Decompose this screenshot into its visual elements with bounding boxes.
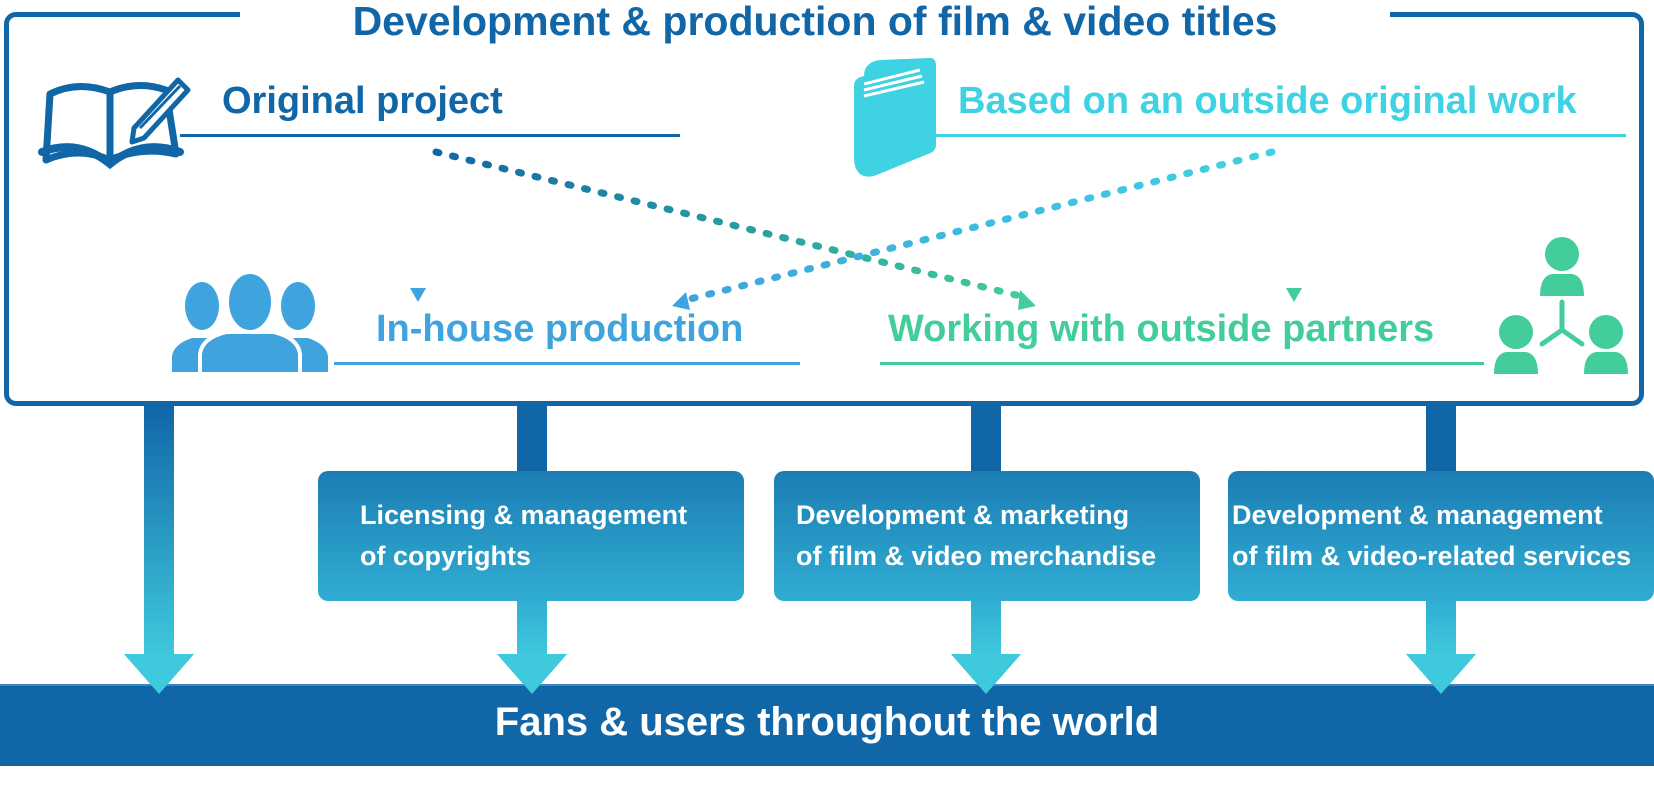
stem-services-top <box>1426 406 1456 472</box>
inhouse-production-label: In-house production <box>376 308 744 350</box>
stem-merchandise-bottom <box>971 600 1001 656</box>
book-icon <box>854 58 936 177</box>
connector-original-partners <box>432 148 1024 300</box>
stem-services-bottom <box>1426 600 1456 656</box>
stem-licensing-bottom <box>517 600 547 656</box>
outside-partners-underline <box>880 362 1484 365</box>
stem-merchandise-top <box>971 406 1001 472</box>
diagram-title: Development & production of film & video… <box>352 0 1278 44</box>
activity-line1: Licensing & management <box>360 500 688 530</box>
people-group-icon <box>172 270 328 376</box>
activity-line2: of film & video merchandise <box>796 541 1157 571</box>
arrowhead-tip-direct <box>124 654 194 694</box>
flow-connectors <box>410 147 1302 310</box>
original-project-underline <box>180 134 680 137</box>
activity-line2: of film & video-related services <box>1232 541 1632 571</box>
stem-licensing-top <box>517 406 547 472</box>
arrowhead-tip-licensing <box>497 654 567 694</box>
activity-box-licensing: Licensing & management of copyrights <box>318 471 744 601</box>
activity-line1: Development & management <box>1232 500 1603 530</box>
arrowhead-outside-partners <box>1286 288 1302 302</box>
open-book-pencil-icon <box>38 77 191 170</box>
outside-original-underline <box>932 134 1626 137</box>
destination-label: Fans & users throughout the world <box>494 700 1160 744</box>
activity-box-services: Development & management of film & video… <box>1228 471 1654 601</box>
outside-original-label: Based on an outside original work <box>958 80 1577 122</box>
arrowhead-original-partners <box>1018 290 1036 310</box>
arrowhead-tip-services <box>1406 654 1476 694</box>
arrowhead-tip-merchandise <box>951 654 1021 694</box>
network-people-icon <box>1494 237 1628 374</box>
activity-line1: Development & marketing <box>796 500 1130 530</box>
stem-direct <box>144 406 174 656</box>
inhouse-production-underline <box>334 362 800 365</box>
destination-bar <box>0 684 1654 766</box>
outside-partners-label: Working with outside partners <box>888 308 1435 350</box>
activity-line2: of copyrights <box>360 541 532 571</box>
arrowhead-outside-inhouse <box>672 292 690 310</box>
frame-title-gap <box>240 4 1390 24</box>
arrowhead-original-inhouse <box>410 288 426 302</box>
activity-box-merchandise: Development & marketing of film & video … <box>774 471 1200 601</box>
connector-outside-inhouse <box>682 148 1276 304</box>
original-project-label: Original project <box>222 80 503 122</box>
